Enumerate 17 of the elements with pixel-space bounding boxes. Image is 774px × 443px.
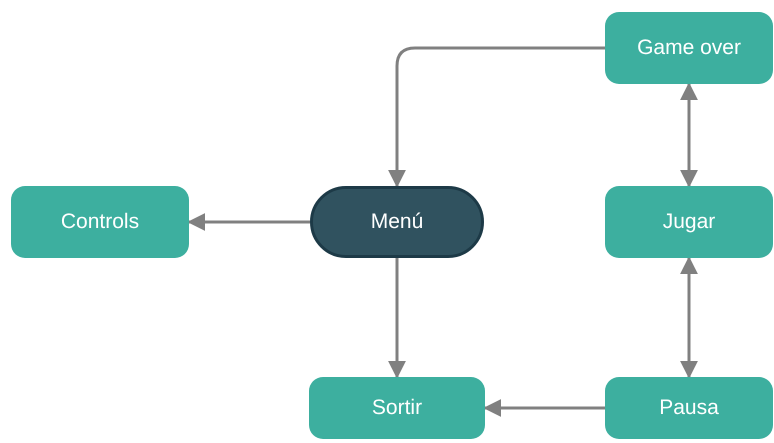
node-label: Game over [637,36,741,60]
process-box [605,12,773,84]
arrow [680,82,698,188]
node-label: Pausa [659,396,719,420]
process-box [605,377,773,439]
process-box [309,377,485,439]
arrow [388,258,406,379]
node-label: Jugar [662,210,716,234]
arrow [680,256,698,379]
arrow [388,46,605,188]
node-label: Menú [370,210,424,234]
process-box [11,186,189,258]
node-label: Controls [60,210,140,234]
process-box [605,186,773,258]
node-label: Sortir [372,396,422,420]
arrow [483,399,605,417]
arrow [187,213,310,231]
